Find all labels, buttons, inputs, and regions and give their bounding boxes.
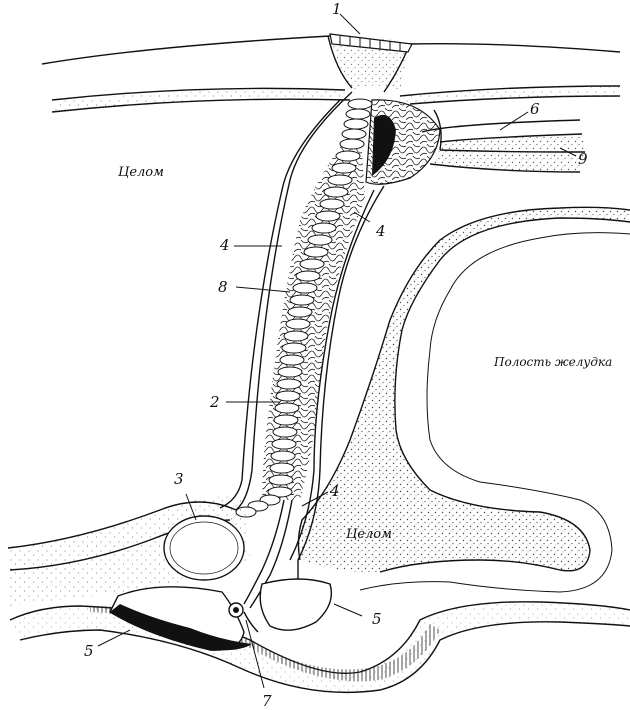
region-stomach: Полость желудка	[493, 355, 612, 369]
apical-cup-structure	[327, 33, 413, 93]
stomach-wall	[297, 206, 630, 593]
nerve-trunk	[421, 119, 586, 173]
label-5-right: 5	[372, 610, 382, 628]
label-4-left: 4	[219, 236, 230, 254]
ganglion-mass	[365, 99, 442, 185]
terminal-pore	[228, 602, 259, 633]
main-canal	[219, 91, 385, 609]
label-6: 6	[530, 100, 540, 118]
chamber-right	[259, 578, 333, 631]
chamber-left	[109, 586, 252, 651]
label-5-left: 5	[84, 642, 94, 660]
label-7: 7	[262, 692, 272, 710]
label-1: 1	[332, 0, 342, 18]
label-3: 3	[174, 470, 184, 488]
leader-lines	[97, 13, 577, 689]
label-4-bottom: 4	[329, 482, 340, 500]
label-4-right: 4	[375, 222, 386, 240]
label-8: 8	[218, 278, 228, 296]
label-9: 9	[578, 150, 588, 168]
region-coelom-bottom: Целом	[346, 527, 392, 542]
label-2: 2	[209, 393, 220, 411]
vesicle	[163, 515, 245, 581]
region-coelom-top: Целом	[118, 165, 164, 180]
